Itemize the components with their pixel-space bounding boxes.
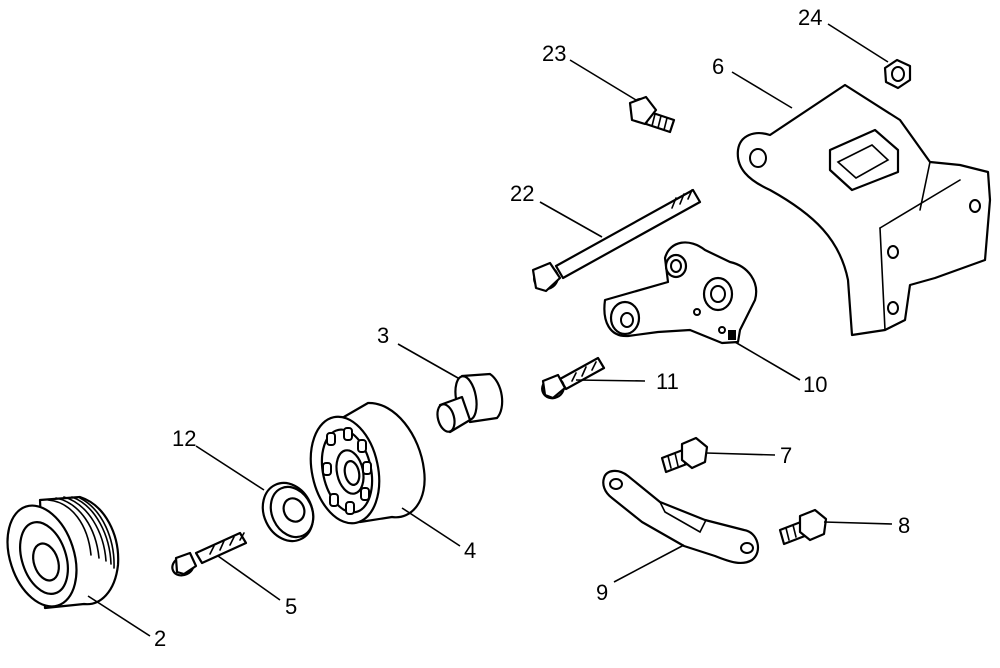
callout-5: 5 xyxy=(285,594,297,619)
part-7-bolt xyxy=(660,436,709,474)
leader-4 xyxy=(401,507,461,547)
leader-12 xyxy=(195,445,265,491)
leader-23 xyxy=(569,59,637,101)
callout-11: 11 xyxy=(656,369,679,394)
callout-7: 7 xyxy=(780,443,792,468)
part-8-bolt xyxy=(778,508,828,546)
callout-2: 2 xyxy=(154,626,166,651)
callout-labels: 2 3 4 5 6 7 8 9 10 11 12 22 23 24 xyxy=(154,5,910,651)
part-23-bolt xyxy=(628,95,676,134)
leader-6 xyxy=(731,71,793,109)
callout-3: 3 xyxy=(377,323,389,348)
leader-5 xyxy=(217,555,281,601)
part-11-flange-bolt xyxy=(541,356,606,400)
callout-8: 8 xyxy=(898,513,910,538)
leader-10 xyxy=(734,341,801,381)
leader-7 xyxy=(705,452,776,456)
callout-23: 23 xyxy=(542,41,566,66)
callout-24: 24 xyxy=(798,5,822,30)
leader-lines xyxy=(87,23,893,637)
callout-22: 22 xyxy=(510,181,534,206)
leader-22 xyxy=(539,201,603,238)
leader-2 xyxy=(87,595,151,637)
callout-12: 12 xyxy=(172,426,196,451)
part-4-idler-pulley xyxy=(309,401,426,525)
leader-24 xyxy=(827,23,889,63)
leader-11 xyxy=(575,379,646,382)
leader-9 xyxy=(613,544,685,583)
part-2-grooved-pulley xyxy=(6,495,120,610)
leader-8 xyxy=(823,521,893,525)
part-9-strap xyxy=(602,469,760,565)
callout-4: 4 xyxy=(464,538,476,563)
part-3-spacer-bushing xyxy=(436,372,504,434)
callout-6: 6 xyxy=(712,54,724,79)
part-22-long-bolt xyxy=(531,188,702,293)
part-6-mounting-bracket xyxy=(736,83,992,337)
callout-9: 9 xyxy=(596,580,608,605)
leader-3 xyxy=(397,343,459,379)
part-12-washer xyxy=(261,481,315,543)
part-24-nut xyxy=(883,58,912,90)
part-10-tensioner-bracket xyxy=(603,241,758,345)
part-5-flange-bolt xyxy=(171,531,248,577)
callout-10: 10 xyxy=(803,372,827,397)
